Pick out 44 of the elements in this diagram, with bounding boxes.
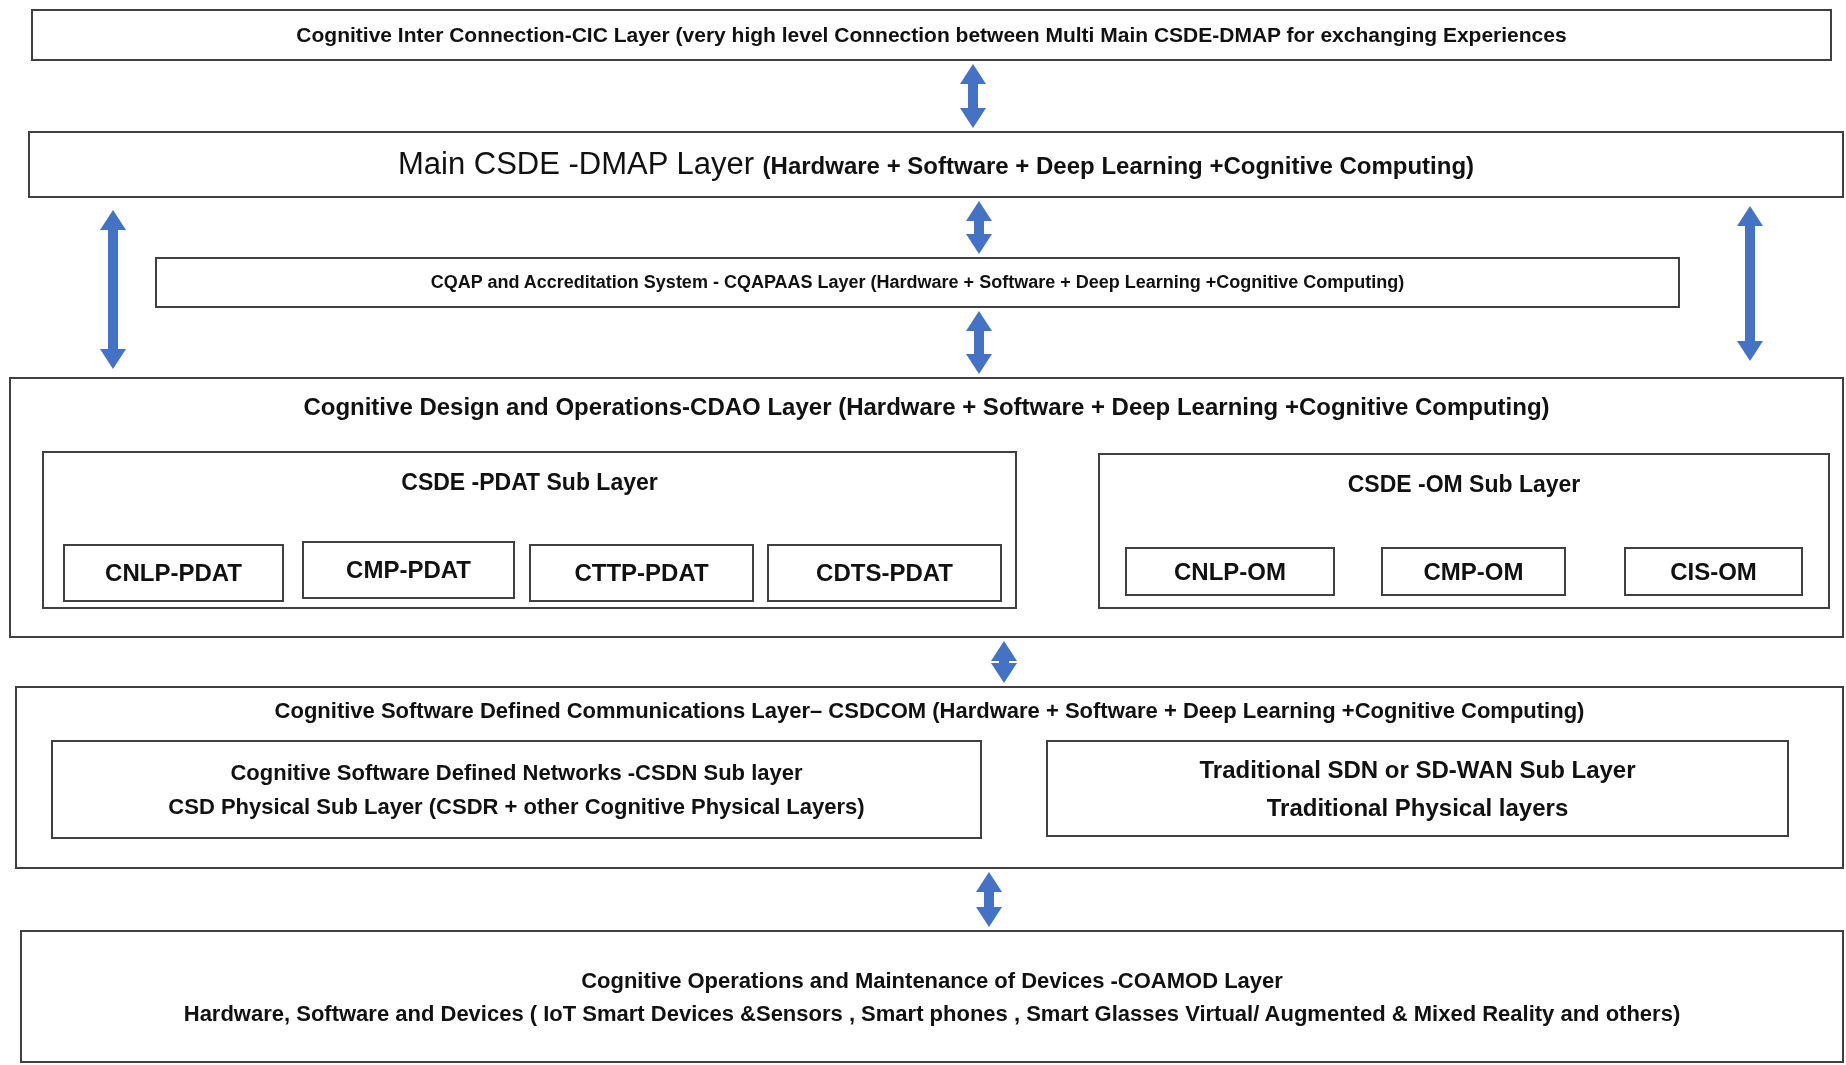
layer-box: [15, 686, 1844, 869]
component-box: [28, 131, 1844, 198]
double-arrow: [976, 872, 1002, 927]
layer-label: Traditional Physical layers: [1265, 792, 1570, 823]
layer-label: Cognitive Software Defined Networks -CSDN Sub layer: [229, 758, 804, 787]
component-box: [20, 930, 1844, 1063]
layer-label: CTTP-PDAT: [573, 558, 710, 588]
layer-label: CQAP and Accreditation System - CQAPAAS Layer (Hardware + Software + Deep Learning +Cognitive Computing): [429, 271, 1406, 294]
component-box: [529, 544, 754, 602]
double-arrow: [966, 311, 992, 374]
component-box: [63, 544, 284, 602]
component-box: [155, 257, 1680, 308]
layer-label: CNLP-OM: [1173, 556, 1287, 587]
double-arrow: [1737, 206, 1763, 361]
layer-label: CNLP-PDAT: [104, 558, 243, 588]
layer-box: [9, 377, 1844, 638]
component-box: [767, 544, 1002, 602]
layer-label: CMP-PDAT: [345, 555, 472, 585]
double-arrow: [991, 641, 1017, 683]
component-box: [1624, 547, 1803, 596]
layer-label: Hardware, Software and Devices ( IoT Smart Devices &Sensors , Smart phones , Smart Glasses Virtual/ Augmented & Mixed Reality and others): [182, 999, 1682, 1028]
layer-label: CSDE -OM Sub Layer: [1346, 470, 1582, 499]
layer-label: Traditional SDN or SD-WAN Sub Layer: [1198, 754, 1637, 785]
layer-label: Cognitive Software Defined Communications Layer– CSDCOM (Hardware + Software + Deep Learning +Cognitive Computing): [273, 697, 1586, 725]
component-box: [1046, 740, 1789, 837]
layer-box: [1098, 453, 1830, 609]
layer-label: CSD Physical Sub Layer (CSDR + other Cognitive Physical Layers): [167, 792, 866, 821]
layer-label: Main CSDE -DMAP Layer (Hardware + Software + Deep Learning +Cognitive Computing): [396, 145, 1476, 184]
layer-label: Cognitive Inter Connection-CIC Layer (very high level Connection between Multi Main CSDE-DMAP for exchanging Experiences: [295, 22, 1568, 49]
layer-label: CSDE -PDAT Sub Layer: [400, 468, 659, 497]
layer-label: CDTS-PDAT: [815, 558, 954, 588]
component-box: [302, 541, 515, 599]
double-arrow: [960, 64, 986, 128]
component-box: [51, 740, 982, 839]
layer-label: CIS-OM: [1669, 556, 1758, 587]
layer-box: [42, 451, 1017, 609]
layer-label: Cognitive Operations and Maintenance of Devices -COAMOD Layer: [580, 966, 1284, 995]
component-box: [31, 9, 1832, 61]
double-arrow: [966, 201, 992, 254]
layer-label: CMP-OM: [1422, 556, 1525, 587]
component-box: [1125, 547, 1335, 596]
component-box: [1381, 547, 1566, 596]
double-arrow: [100, 210, 126, 369]
layer-label: Cognitive Design and Operations-CDAO Layer (Hardware + Software + Deep Learning +Cognitive Computing): [302, 392, 1551, 422]
